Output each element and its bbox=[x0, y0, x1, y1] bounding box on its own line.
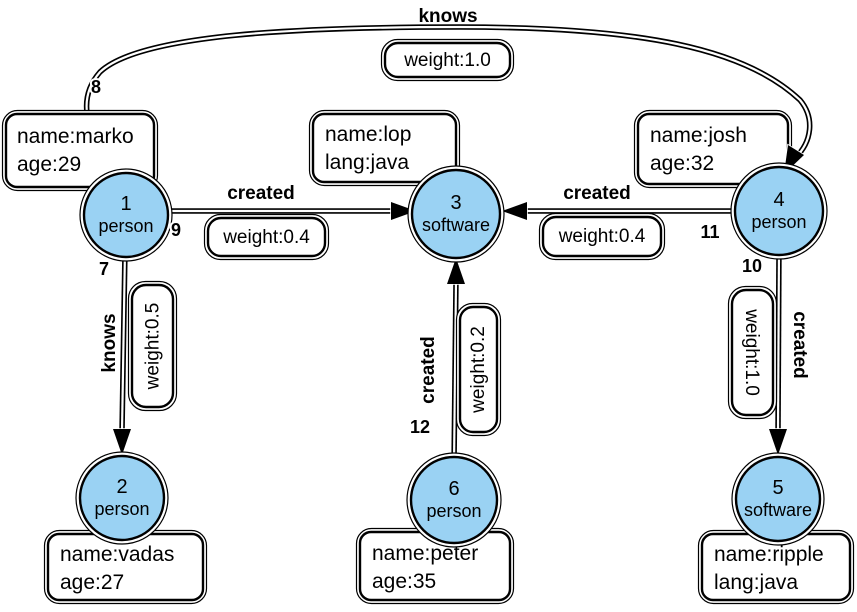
edge-9-label: created bbox=[227, 183, 295, 204]
nodes: 1 person 3 software 4 person 2 person 6 … bbox=[75, 162, 828, 548]
edge-9-weight-box: weight:0.4 bbox=[203, 213, 330, 261]
property-box-josh: name:josh age:32 bbox=[633, 109, 793, 189]
weight-label: weight:0.4 bbox=[222, 227, 310, 248]
property-text: name:ripple bbox=[714, 543, 824, 566]
node-id: 1 bbox=[120, 193, 131, 215]
edge-7-line-core bbox=[120, 249, 127, 433]
node-label: software bbox=[422, 215, 490, 235]
node-id: 5 bbox=[772, 477, 783, 499]
edge-12-line-core bbox=[452, 280, 458, 466]
property-text: age:32 bbox=[650, 152, 714, 175]
node-label: person bbox=[751, 212, 806, 232]
node-3-lop: 3 software bbox=[407, 165, 505, 263]
edge-11-weight-box: weight:0.4 bbox=[538, 212, 666, 261]
edge-9-arrowhead bbox=[390, 200, 419, 222]
edge-7-label: knows bbox=[99, 313, 120, 372]
edge-12-arrowhead bbox=[445, 255, 467, 285]
weight-label: weight:0.2 bbox=[468, 326, 489, 414]
edge-11-id: 11 bbox=[700, 222, 719, 242]
edge-11-arrowhead bbox=[499, 200, 528, 222]
property-text: age:27 bbox=[60, 571, 124, 594]
property-text: name:lop bbox=[325, 123, 411, 146]
weight-label: weight:1.0 bbox=[403, 50, 491, 71]
property-text: name:josh bbox=[650, 124, 747, 147]
edge-lines bbox=[83, 24, 813, 466]
node-id: 6 bbox=[448, 478, 459, 500]
node-6-peter: 6 person bbox=[406, 452, 502, 548]
node-label: person bbox=[426, 501, 481, 521]
weight-label: weight:1.0 bbox=[741, 308, 762, 396]
property-box-ripple: name:ripple lang:java bbox=[697, 529, 855, 605]
edge-7-arrowhead bbox=[111, 428, 133, 458]
edge-12-label: created bbox=[418, 336, 439, 404]
property-text: age:29 bbox=[17, 153, 81, 176]
edge-8-id: 8 bbox=[91, 77, 101, 97]
edge-10-line-core bbox=[776, 247, 781, 433]
node-label: software bbox=[744, 500, 812, 520]
property-text: age:35 bbox=[372, 570, 436, 593]
edge-12-id: 12 bbox=[410, 417, 430, 437]
edge-7-id: 7 bbox=[99, 259, 109, 279]
node-label: person bbox=[94, 499, 149, 519]
node-id: 3 bbox=[450, 192, 461, 214]
edge-8-weight-box: weight:1.0 bbox=[380, 38, 515, 82]
weight-boxes: weight:1.0 weight:0.4 weight:0.4 weight:… bbox=[127, 38, 778, 437]
weight-label: weight:0.5 bbox=[143, 303, 164, 391]
property-box-peter: name:peter age:35 bbox=[355, 527, 515, 605]
edge-7-weight-box: weight:0.5 bbox=[127, 280, 178, 412]
node-5-ripple: 5 software bbox=[731, 452, 825, 546]
edge-10-label: created bbox=[789, 311, 810, 379]
edge-11-label: created bbox=[563, 183, 631, 204]
edge-10-arrowhead bbox=[767, 428, 789, 458]
node-1-marko: 1 person bbox=[79, 168, 173, 262]
edge-8-line-core bbox=[85, 25, 811, 179]
property-text: lang:java bbox=[325, 151, 409, 174]
node-2-vadas: 2 person bbox=[75, 451, 169, 545]
node-id: 4 bbox=[773, 189, 784, 211]
edge-12-weight-box: weight:0.2 bbox=[455, 302, 502, 437]
property-text: name:vadas bbox=[60, 543, 174, 566]
edge-9-id: 9 bbox=[171, 220, 181, 240]
node-label: person bbox=[98, 216, 153, 236]
edge-10-id: 10 bbox=[742, 256, 762, 276]
property-box-lop: name:lop lang:java bbox=[308, 109, 461, 187]
property-text: name:marko bbox=[17, 125, 134, 148]
weight-label: weight:0.4 bbox=[558, 226, 646, 247]
edge-10-weight-box: weight:1.0 bbox=[727, 285, 778, 420]
property-box-vadas: name:vadas age:27 bbox=[43, 529, 208, 605]
property-text: name:peter bbox=[372, 542, 478, 565]
node-id: 2 bbox=[116, 476, 127, 498]
property-text: lang:java bbox=[714, 571, 798, 594]
node-4-josh: 4 person bbox=[730, 162, 828, 260]
edge-8-label: knows bbox=[418, 6, 477, 27]
edge-labels: knows created created knows created crea… bbox=[89, 4, 812, 439]
